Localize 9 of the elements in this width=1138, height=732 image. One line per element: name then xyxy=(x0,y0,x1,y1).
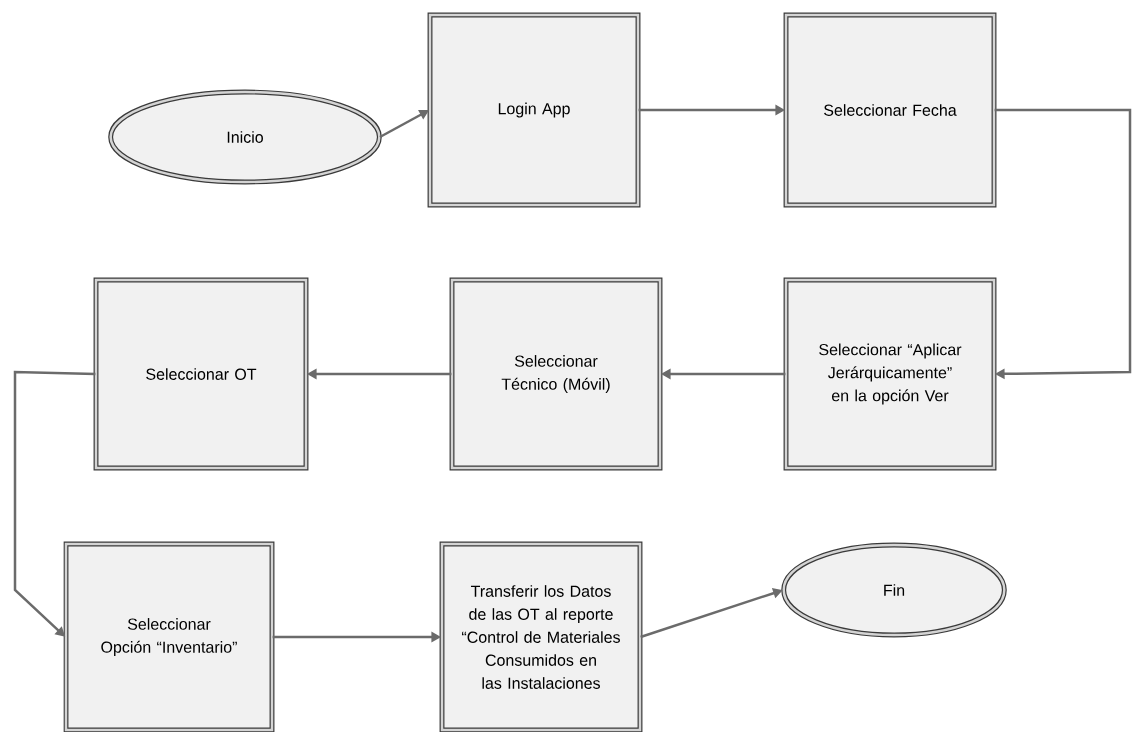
arrow xyxy=(13,370,96,637)
process-box: Seleccionar Fecha xyxy=(783,12,997,208)
process-box: Seleccionar “Aplicar Jerárquicamente” en la opción Ver xyxy=(783,277,997,471)
process-box: Seleccionar OT xyxy=(93,277,309,471)
process-box: Seleccionar Opción “Inventario” xyxy=(63,541,275,732)
arrow xyxy=(994,108,1132,380)
process-box: Seleccionar Técnico (Móvil) xyxy=(449,277,663,471)
process-box: Login App xyxy=(427,12,641,208)
process-box: Transferir los Datos de las OT al reporte “Control de Materiales Consumidos en las Instalaciones xyxy=(439,541,643,732)
